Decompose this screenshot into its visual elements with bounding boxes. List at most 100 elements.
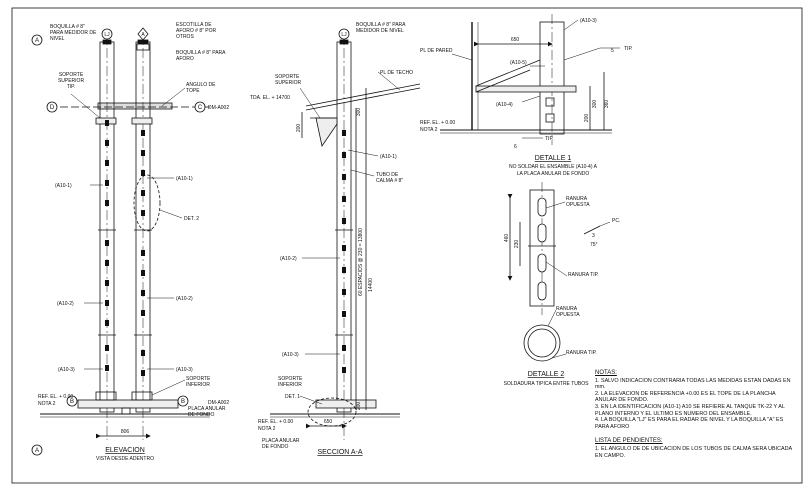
detail2-dim-230: 230 [514,240,520,249]
section-slots [342,130,346,373]
pending-heading: LISTA DE PENDIENTES: [595,438,663,445]
detail2-angle: 75° [590,242,598,248]
detail2-subtitle: SOLDADURA TIPICA ENTRE TUBOS [504,381,590,387]
detail1-nota: NOTA 2 [420,127,438,133]
label-a10-3-left: (A10-3) [58,367,75,373]
section-label-boquilla-nivel: BOQUILLA # 8" PARA MEDIDOR DE NIVEL [356,22,406,34]
tag-lj: LJ [104,32,110,38]
pending-item: 1. EL ANGULO DE DE UBICACION DE LOS TUBO… [595,446,795,459]
note-item: 3. EN LA IDENTIFICACION (A10-1) A10 SE R… [595,404,795,417]
label-escotilla: ESCOTILLA DE AFORO # 8" POR OTROS [176,22,217,40]
section-ref-el: REF. EL. + 0.00 [258,419,293,425]
section-a10-2: (A10-2) [280,256,297,262]
detail1-title: DETALLE 1 [535,155,572,162]
detail1-a10-5: (A10-5) [510,60,527,66]
detail2-text: RANURA OPUESTA RANURA TIP. RANURA OPUEST… [504,196,621,387]
detail2-ranura-opuesta-circle: RANURA OPUESTA [556,306,580,318]
detail1-dim-300: 300 [592,100,598,109]
section-a10-1: (A10-1) [380,154,397,160]
detail1-ref-el: REF. EL. + 0.00 [420,120,455,126]
tag-d: D [50,105,55,111]
note-item: 1. SALVO INDICACION CONTRARIA TODAS LAS … [595,378,795,391]
section-tda-el: TDA. EL. + 14700 [250,95,290,101]
detail2-pc: PC. [612,218,620,224]
section-espacios: 60 ESPACIOS @ 230 = 13800 [358,228,364,296]
section-soporte-superior: SOPORTE SUPERIOR [275,74,302,86]
notes-heading: NOTAS: [595,370,617,376]
elevation-title: ELEVACION [105,447,145,454]
label-boquilla-aforo: BOQUILLA # 8" PARA AFORO [176,50,226,62]
label-dm-bottom: DM-A002 [208,400,229,406]
section-det-1: DET. 1 [285,394,300,400]
detail1-a10-4: (A10-4) [496,102,513,108]
tag-c: C [198,105,203,111]
label-angulo-tope: ANGULO DE TOPE [186,82,216,94]
note-item: 4. LA BOQUILLA "LJ" ES PARA EL RADAR DE … [595,417,795,430]
label-dm-top: DM-A002 [208,105,229,111]
section-total: 14400 [368,278,374,292]
detail2-title: DETALLE 2 [528,371,565,378]
label-a10-1-right: (A10-1) [176,176,193,182]
detail1-a10-3: (A10-3) [580,18,597,24]
elevation-slots [105,120,145,376]
tag-b-left: B [70,399,74,405]
section-dim-200-top: 200 [296,124,302,133]
detail2-ranura-tip-circle: RANURA TIP. [566,350,597,356]
elevation-nota: NOTA 2 [38,401,56,407]
tag-section-a-top: A [35,38,39,44]
detail1-text: PL DE PARED 650 (A10-3) (A10-5) (A10-4) … [420,18,633,177]
section-soporte-inferior: SOPORTE INFERIOR [278,376,303,388]
notes-block: NOTAS: 1. SALVO INDICACION CONTRARIA TOD… [595,370,795,459]
detail2-ranura-tip: RANURA TIP. [568,272,599,278]
section-placa-anular: PLACA ANULAR DE FONDO [262,438,300,450]
section-title: SECCION A-A [317,449,362,456]
detail1-dim-650: 650 [511,37,520,43]
elevation-tags [31,27,206,456]
section-dim-200-bottom: 200 [356,402,362,411]
detail2-weld-3: 3 [592,233,595,239]
detail1-weld-6: 6 [514,144,517,150]
section-a10-3: (A10-3) [282,352,299,358]
tag-a-nozzle: A [141,32,145,38]
section-tag-lj: LJ [341,32,347,38]
section-nota: NOTA 2 [258,426,276,432]
label-soporte-superior: SOPORTE SUPERIOR TIP. [57,72,85,90]
detail2-ranura-opuesta: RANURA OPUESTA [566,196,590,208]
label-soporte-inferior: SOPORTE INFERIOR [186,376,211,388]
elevation-text: LJ A A D C B B A BOQUILLA # 8" PARA MEDI… [35,22,229,462]
section-tags [338,28,350,40]
elevation-leaders [70,87,186,396]
section-text: LJ BOQUILLA # 8" PARA MEDIDOR DE NIVEL P… [250,22,413,456]
pending-1: 1. EL ANGULO DE DE UBICACION DE LOS TUBO… [595,445,792,459]
elevation-ref-el: REF. EL. + 0.00 [38,394,73,400]
label-a10-2-right: (A10-2) [176,296,193,302]
detail1-tip-top: TIP. [624,46,633,52]
label-a10-2-left: (A10-2) [57,301,74,307]
note-3: 3. EN LA IDENTIFICACION (A10-1) A10 SE R… [595,403,785,417]
label-det-2: DET. 2 [184,216,199,222]
detail1-view [440,14,612,145]
label-a10-1-left: (A10-1) [55,183,72,189]
detail2-slots [537,197,547,301]
detail1-pl-pared: PL DE PARED [420,48,453,54]
detail1-note-1: NO SOLDAR EL ENSAMBLE (A10-4) A [509,164,598,170]
detail2-dim-460: 460 [504,234,510,243]
section-dim-300: 300 [356,108,362,117]
label-placa-anular: PLACA ANULAR DE FONDO [188,406,226,418]
section-view [270,30,421,440]
section-leaders [299,71,401,405]
section-pl-techo: PL DE TECHO [380,70,413,76]
detail2-leaders [545,201,611,359]
note-1: 1. SALVO INDICACION CONTRARIA TODAS LAS … [595,377,791,391]
note-2: 2. LA ELEVACION DE REFERENCIA +0.00 ES E… [595,390,776,404]
elevation-dim-width: 806 [121,429,130,435]
detail1-leaders [451,19,620,139]
detail1-note-2: LA PLACA ANULAR DE FONDO [517,171,590,177]
detail1-weld-5: 5 [611,48,614,54]
detail2-view [507,182,601,362]
tag-section-a-bottom: A [35,448,39,454]
sheet-border [11,7,803,484]
detail1-dim-360: 360 [604,100,610,109]
detail1-tip-bottom: TIP. [545,136,554,142]
